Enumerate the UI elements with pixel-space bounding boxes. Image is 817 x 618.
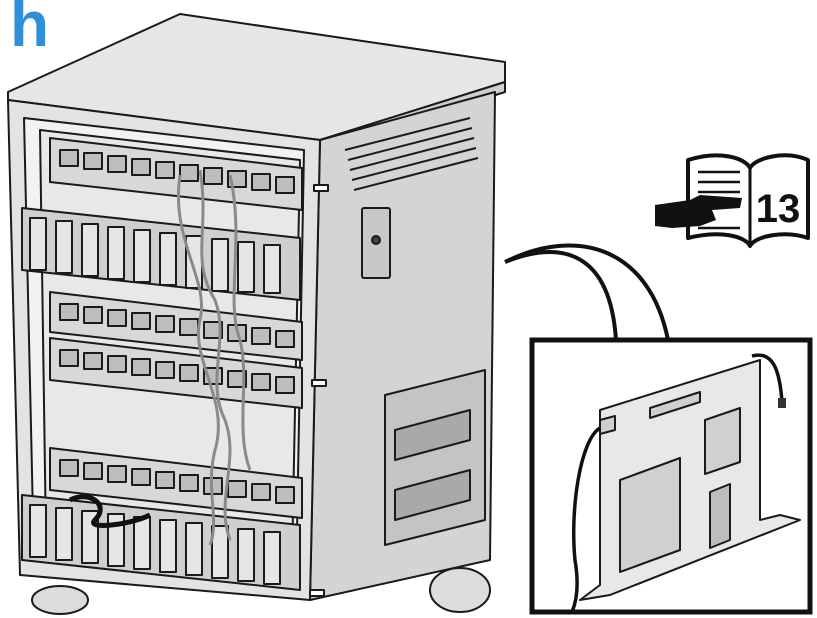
outlet-strip-1 bbox=[49, 137, 303, 211]
plugged-cable bbox=[68, 494, 152, 528]
step-letter: h bbox=[10, 0, 50, 60]
callout-leader bbox=[504, 243, 670, 341]
charging-cables bbox=[177, 169, 252, 546]
device-tray-2 bbox=[21, 494, 301, 591]
outlet-strip-4 bbox=[49, 447, 303, 519]
device-tray-1 bbox=[21, 207, 301, 301]
casters bbox=[31, 567, 491, 615]
pointing-hand-icon bbox=[655, 195, 742, 228]
mounting-bracket bbox=[579, 359, 801, 601]
callout-cable bbox=[570, 353, 784, 613]
vent-grille bbox=[344, 117, 479, 191]
charging-cabinet bbox=[7, 13, 506, 615]
open-book-pointing-hand-icon bbox=[655, 153, 810, 248]
manual-page-number: 13 bbox=[756, 187, 801, 231]
detail-callout bbox=[504, 243, 813, 615]
